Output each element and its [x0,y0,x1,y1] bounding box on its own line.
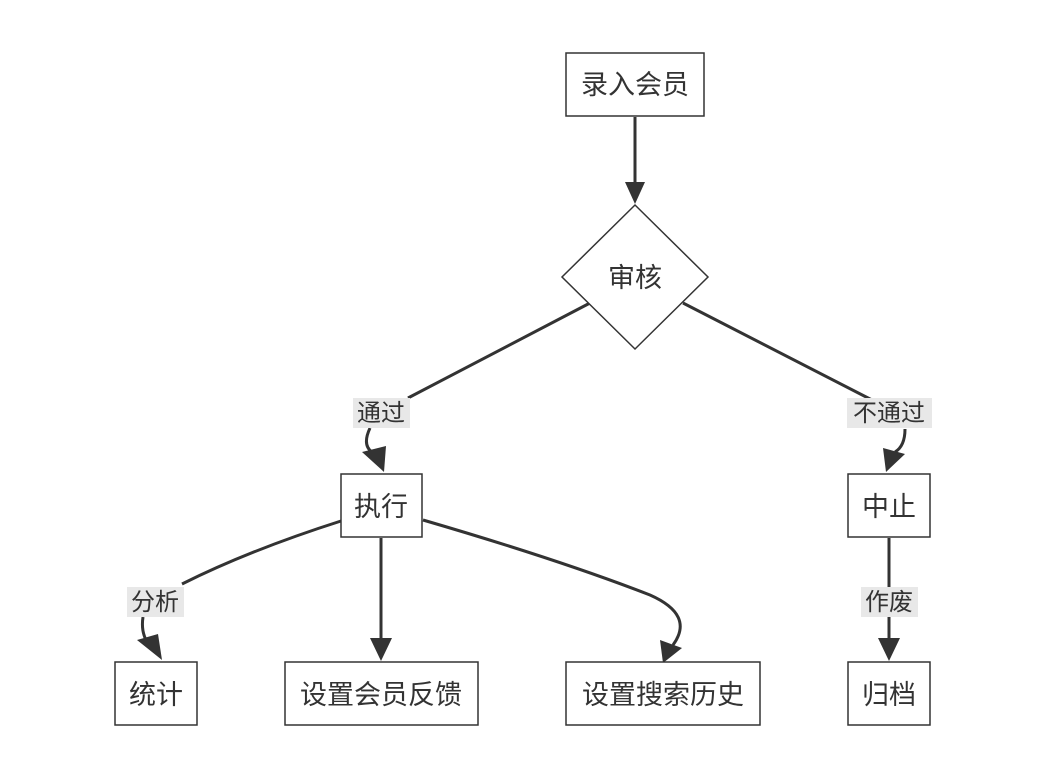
node-stats: 统计 [114,661,198,726]
edge-label-analyze: 分析 [127,587,184,617]
node-review-decision: 审核 [560,203,710,351]
edge-label-void: 作废 [861,587,918,617]
svg-text:审核: 审核 [608,263,662,294]
arrowhead-archive [878,638,900,661]
svg-text:不通过: 不通过 [853,399,925,427]
edge-label-fail: 不通过 [847,398,932,428]
arrowhead-review [625,182,645,204]
node-archive: 归档 [847,661,931,726]
node-abort: 中止 [847,473,931,538]
svg-text:统计: 统计 [129,680,183,711]
svg-text:作废: 作废 [865,588,913,616]
svg-text:分析: 分析 [131,588,179,616]
arrowhead-execute [362,446,386,472]
svg-text:设置会员反馈: 设置会员反馈 [300,680,462,711]
edge-execute-to-search-history [422,518,682,646]
svg-text:通过: 通过 [357,399,405,427]
svg-text:中止: 中止 [862,492,916,523]
edge-label-pass: 通过 [353,398,410,428]
node-search-history: 设置搜索历史 [565,661,761,726]
svg-text:录入会员: 录入会员 [581,70,689,101]
node-member-feedback: 设置会员反馈 [284,661,479,726]
edge-review-to-abort [682,301,907,454]
arrowhead-feedback [370,638,392,661]
edge-execute-to-stats [140,519,342,641]
node-enter-member: 录入会员 [565,52,705,117]
edge-review-to-execute [365,301,591,454]
svg-text:设置搜索历史: 设置搜索历史 [582,680,744,711]
node-execute: 执行 [340,473,423,538]
svg-text:执行: 执行 [354,492,408,523]
arrowhead-search-history [660,640,682,663]
arrowhead-abort [883,448,905,472]
arrowhead-stats [137,634,162,660]
svg-text:归档: 归档 [862,680,916,711]
